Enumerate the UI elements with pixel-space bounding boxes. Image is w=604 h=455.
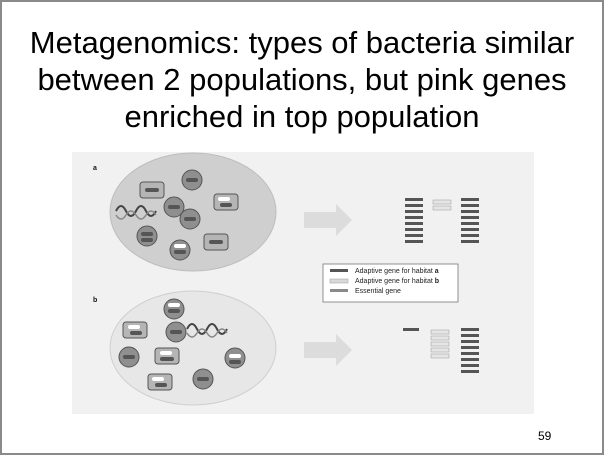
- panel-label-b: b: [93, 297, 97, 304]
- title-line-2: between 2 populations, but pink genes: [37, 62, 567, 97]
- bacterium-a-6: [136, 225, 158, 247]
- gene-stack-a-left: [405, 198, 423, 243]
- gene-stack-b-left: [403, 328, 419, 331]
- bacterium-a-1: [139, 181, 165, 199]
- slide-number: 59: [538, 429, 552, 443]
- slide-title: Metagenomics: types of bacteria similar …: [2, 24, 602, 135]
- gene-stack-b-right: [461, 328, 479, 373]
- arrow-b: [304, 334, 352, 366]
- bacterium-a-8: [203, 233, 229, 251]
- title-line-3: enriched in top population: [124, 99, 480, 134]
- bacterium-a-2: [181, 169, 203, 191]
- metagenomics-figure: a b: [72, 152, 534, 414]
- gene-stack-a-right: [461, 198, 479, 243]
- legend-item-adaptive-a: Adaptive gene for habitat a: [355, 268, 439, 275]
- panel-label-a: a: [93, 165, 97, 172]
- gene-stack-b-middle: [430, 329, 450, 359]
- title-line-1: Metagenomics: types of bacteria similar: [29, 25, 575, 60]
- legend-item-adaptive-b: Adaptive gene for habitat b: [355, 278, 439, 285]
- gene-stack-a-middle: [432, 199, 452, 211]
- bacterium-b-3: [165, 321, 187, 343]
- figure-svg: a b: [93, 152, 479, 406]
- bacterium-a-5: [179, 208, 201, 230]
- dna-strand-a-2: [115, 210, 157, 220]
- dna-strand-b-2: [186, 328, 228, 338]
- bacterium-b-1: [163, 298, 185, 320]
- dna-strand-b-1: [186, 323, 228, 335]
- legend-item-essential: Essential gene: [355, 288, 401, 295]
- dna-strand-a-1: [115, 205, 157, 217]
- bacterium-b-6: [224, 347, 246, 369]
- legend-swatch-essential: [330, 289, 348, 292]
- arrow-a: [304, 204, 352, 236]
- bacterium-a-3: [163, 196, 185, 218]
- population-b-ellipse: [109, 290, 277, 406]
- bacterium-b-5: [154, 347, 180, 365]
- legend-swatch-adaptive-b: [329, 278, 349, 284]
- legend: Adaptive gene for habitat a Adaptive gen…: [322, 263, 459, 303]
- bacterium-a-4: [213, 193, 239, 211]
- bacterium-b-4: [118, 346, 140, 368]
- bacterium-a-7: [169, 239, 191, 261]
- legend-swatch-adaptive-a: [330, 269, 348, 272]
- bacterium-b-7: [147, 373, 173, 391]
- bacterium-b-8: [192, 368, 214, 390]
- bacterium-b-2: [122, 321, 148, 339]
